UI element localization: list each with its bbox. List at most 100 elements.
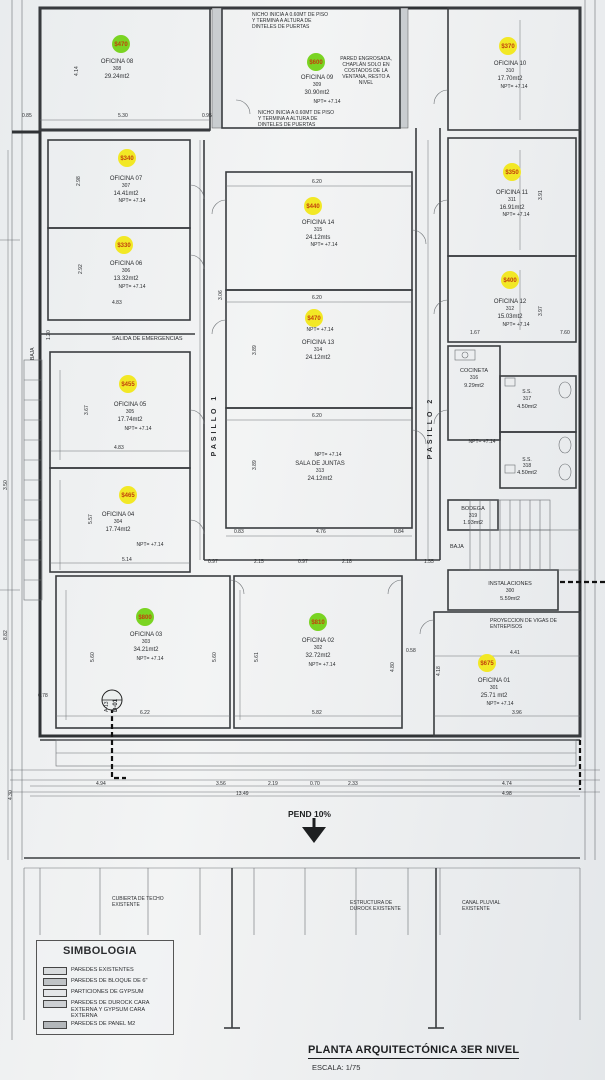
corridor-labels: PASILLO 1 PASILLO 2 <box>211 394 434 460</box>
legend-label: PARTICIONES DE GYPSUM <box>71 989 144 995</box>
dim-306: 3.06 <box>218 290 224 300</box>
price-dot-oficina-02 <box>309 613 327 631</box>
dim-215: 2.15 <box>254 559 264 565</box>
dim-298: 2.98 <box>76 176 82 186</box>
plan-title: PLANTA ARQUITECTÓNICA 3ER NIVEL <box>308 1044 520 1059</box>
plan-notes: NICHO INICIA A 0.60MT DE PISO Y TERMINA … <box>30 12 557 912</box>
price-dot-oficina-06 <box>115 236 133 254</box>
dimension-lines <box>7 20 580 860</box>
price-dot-oficina-11 <box>503 163 521 181</box>
room-number-oficina-09: 309 <box>313 82 322 88</box>
room-number-oficina-01: 301 <box>490 685 499 691</box>
price-dot-oficina-14 <box>304 197 322 215</box>
price-oficina-02: $810 <box>311 620 325 626</box>
npt-oficina-10: NPT= +7.14 <box>501 84 528 90</box>
price-dot-oficina-03 <box>136 608 154 626</box>
dim-083: 0.83 <box>234 529 244 535</box>
room-name-oficina-12: OFICINA 12 <box>494 299 527 305</box>
room-name-sala-juntas: SALA DE JUNTAS <box>295 461 345 467</box>
dim-292: 2.92 <box>78 264 84 274</box>
price-oficina-14: $440 <box>306 204 320 210</box>
dim-620-c: 6.20 <box>312 413 322 419</box>
dim-070: 0.70 <box>310 781 320 787</box>
room-area-instalaciones: 5.59mt2 <box>500 596 520 602</box>
note-pared-engrosada: PARED ENGROSADA, CHAPLÁN SOLO EN COSTADO… <box>340 56 392 86</box>
price-oficina-04: $465 <box>121 493 135 499</box>
door-swings <box>189 89 449 635</box>
room-name-oficina-07: OFICINA 07 <box>110 176 143 182</box>
room-number-oficina-07: 307 <box>122 183 131 189</box>
npt-oficina-09: NPT= +7.14 <box>314 99 341 105</box>
dim-367: 3.67 <box>84 405 90 415</box>
room-area-oficina-14: 24.12mts <box>306 235 331 241</box>
room-name-ss-317: S.S. <box>522 389 531 395</box>
note-baja-left: BAJA <box>30 347 36 360</box>
dim-483-b: 4.83 <box>114 445 124 451</box>
dim-389-b: 3.89 <box>252 460 258 470</box>
room-name-instalaciones: INSTALACIONES <box>488 581 532 587</box>
note-vigas: PROYECCION DE VIGAS DE ENTREPISOS <box>490 618 557 630</box>
room-area-oficina-12: 15.03mt2 <box>497 314 523 320</box>
dim-620-a: 6.20 <box>312 179 322 185</box>
plan-scale: ESCALA: 1/75 <box>312 1063 361 1072</box>
room-name-oficina-14: OFICINA 14 <box>302 220 335 226</box>
dim-430: 4.30 <box>8 790 14 800</box>
room-number-oficina-12: 312 <box>506 306 515 312</box>
room-name-oficina-04: OFICINA 04 <box>102 512 135 518</box>
price-oficina-10: $370 <box>501 44 515 50</box>
dim-530: 5.30 <box>118 113 128 119</box>
room-number-ss-317: 317 <box>523 396 532 402</box>
dim-560-a: 5.60 <box>90 652 96 662</box>
corridor-label-pasillo-1: PASILLO 1 <box>211 394 218 457</box>
npt-oficina-06: NPT= +7.14 <box>119 284 146 290</box>
dimension-values: 5.30 0.85 0.95 4.14 6.20 6.20 6.20 2.98 … <box>3 66 570 800</box>
room-area-oficina-07: 14.41mt2 <box>113 191 139 197</box>
room-name-oficina-13: OFICINA 13 <box>302 340 335 346</box>
price-dot-oficina-08 <box>112 35 130 53</box>
npt-oficina-12: NPT= +7.14 <box>503 322 530 328</box>
note-canal: CANAL PLUVIAL EXISTENTE <box>462 900 500 912</box>
dim-560-b: 5.60 <box>212 652 218 662</box>
price-markers: $470 $600 $370 $340 $440 $350 $330 $400 … <box>112 35 521 672</box>
legend-box: SIMBOLOGIA PAREDES EXISTENTES PAREDES DE… <box>36 940 174 1035</box>
note-nicho-top: NICHO INICIA A 0.60MT DE PISO Y TERMINA … <box>252 12 328 30</box>
dim-167: 1.67 <box>470 330 480 336</box>
room-area-oficina-06: 13.32mt2 <box>113 276 139 282</box>
room-number-oficina-08: 308 <box>113 66 122 72</box>
room-area-oficina-05: 17.74mt2 <box>117 417 143 423</box>
room-number-oficina-13: 314 <box>314 347 323 353</box>
dim-389-a: 3.89 <box>252 345 258 355</box>
dim-233: 2.33 <box>348 781 358 787</box>
room-name-oficina-03: OFICINA 03 <box>130 632 163 638</box>
room-number-oficina-05: 305 <box>126 409 135 415</box>
room-number-oficina-10: 310 <box>506 68 515 74</box>
npt-oficina-14: NPT= +7.14 <box>311 242 338 248</box>
room-number-cocineta: 316 <box>470 375 479 381</box>
legend-swatch <box>43 1021 67 1029</box>
price-dot-oficina-13 <box>305 309 323 327</box>
corridor-label-pasillo-2: PASILLO 2 <box>427 397 434 460</box>
room-number-bodega: 319 <box>469 513 478 519</box>
legend-swatch <box>43 989 67 997</box>
room-name-oficina-02: OFICINA 02 <box>302 638 335 644</box>
price-oficina-13: $470 <box>307 316 321 322</box>
legend-label: PAREDES DE DUROCK CARA EXTERNA Y GYPSUM … <box>71 1000 150 1019</box>
room-number-ss-318: 318 <box>523 463 532 469</box>
npt-oficina-05: NPT= +7.14 <box>125 426 152 432</box>
dim-356: 3.56 <box>216 781 226 787</box>
legend-swatch <box>43 1000 67 1008</box>
room-number-oficina-02: 302 <box>314 645 323 651</box>
room-area-oficina-11: 16.91mt2 <box>499 205 525 211</box>
npt-oficina-07: NPT= +7.14 <box>119 198 146 204</box>
room-number-oficina-11: 311 <box>508 197 516 203</box>
price-oficina-03: $800 <box>138 615 152 621</box>
room-name-ss-318: S.S. <box>522 457 531 463</box>
dim-476: 4.76 <box>316 529 326 535</box>
npt-sala-juntas: NPT= +7.14 <box>315 452 342 458</box>
price-dot-oficina-10 <box>499 37 517 55</box>
office-walls <box>39 7 581 741</box>
dim-097-b: 0.97 <box>298 559 308 565</box>
npt-oficina-04: NPT= +7.14 <box>137 542 164 548</box>
